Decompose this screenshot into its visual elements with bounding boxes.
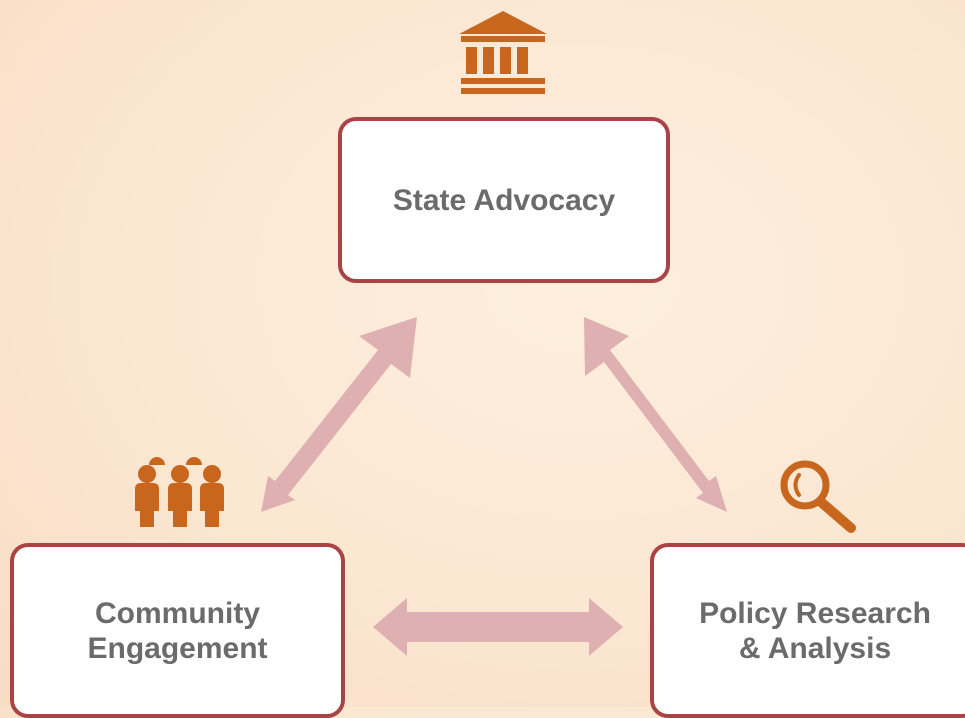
arrow-state-policy	[584, 317, 727, 512]
arrow-community-policy	[373, 598, 623, 656]
policy-research-box: Policy Research & Analysis	[650, 543, 965, 718]
government-building-icon	[459, 11, 547, 94]
people-group-icon	[135, 457, 224, 527]
magnifying-glass-icon	[780, 460, 856, 533]
community-engagement-box: Community Engagement	[10, 543, 345, 718]
arrow-community-state	[261, 317, 417, 512]
state-advocacy-box: State Advocacy	[338, 117, 670, 283]
